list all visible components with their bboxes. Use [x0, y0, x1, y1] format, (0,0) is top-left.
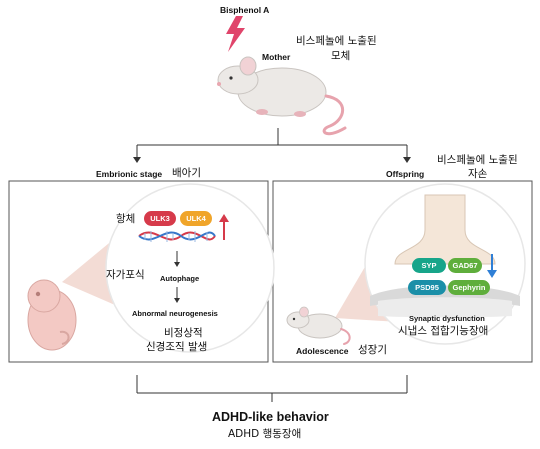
syp-badge: SYP [412, 258, 446, 273]
embryo-icon [27, 279, 77, 351]
lightning-icon [226, 16, 245, 52]
outcome-en: ADHD-like behavior [212, 410, 329, 424]
abnormal-neurogenesis-step: Abnormal neurogenesis [132, 309, 218, 318]
mother-label: Mother [262, 52, 291, 62]
right-panel-header-kr-line1: 비스페놀에 노출된 [437, 154, 518, 166]
bottom-bracket [136, 375, 408, 402]
psd95-badge: PSD95 [408, 280, 446, 295]
synaptic-dysfunction-kr: 시냅스 접합기능장애 [398, 325, 489, 337]
right-panel-header-kr-line2: 자손 [468, 168, 488, 180]
arrowhead-left [133, 157, 141, 163]
left-panel-header-kr: 배아기 [172, 167, 201, 179]
gephyrin-badge: Gephyrin [448, 280, 490, 295]
up-arrow-icon [219, 214, 229, 240]
autophagy-kr-label: 자가포식 [106, 269, 145, 281]
result-kr-line2: 신경조직 발생 [146, 341, 208, 353]
dna-icon [138, 231, 216, 242]
mother-kr-line1: 비스페놀에 노출된 [296, 35, 377, 47]
mouse-adolescent-icon [286, 306, 351, 345]
gad67-badge: GAD67 [448, 258, 482, 273]
mother-kr-line2: 모체 [331, 50, 351, 62]
left-panel-header-en: Embrionic stage [96, 169, 163, 179]
adolescence-label-kr: 성장기 [358, 344, 387, 356]
ulk4-badge: ULK4 [180, 211, 212, 226]
arrowhead-right [403, 157, 411, 163]
antibody-label: 항체 [116, 213, 136, 225]
exposure-label: Bisphenol A [220, 5, 270, 15]
result-kr-line1: 비정상적 [164, 327, 203, 339]
flow-arrow-2 [174, 287, 180, 303]
flow-arrow-1 [174, 251, 180, 267]
outcome-kr: ADHD 행동장애 [228, 428, 302, 440]
ulk3-badge: ULK3 [144, 211, 176, 226]
down-arrow-icon [487, 254, 497, 278]
autophage-step: Autophage [160, 274, 200, 283]
mouse-mother-icon [217, 56, 347, 136]
adolescence-label-en: Adolescence [296, 346, 349, 356]
synaptic-dysfunction-en: Synaptic dysfunction [409, 314, 485, 323]
left-zoom-circle [105, 183, 275, 353]
branch-connector [136, 128, 408, 158]
right-panel-header-en: Offspring [386, 169, 425, 179]
